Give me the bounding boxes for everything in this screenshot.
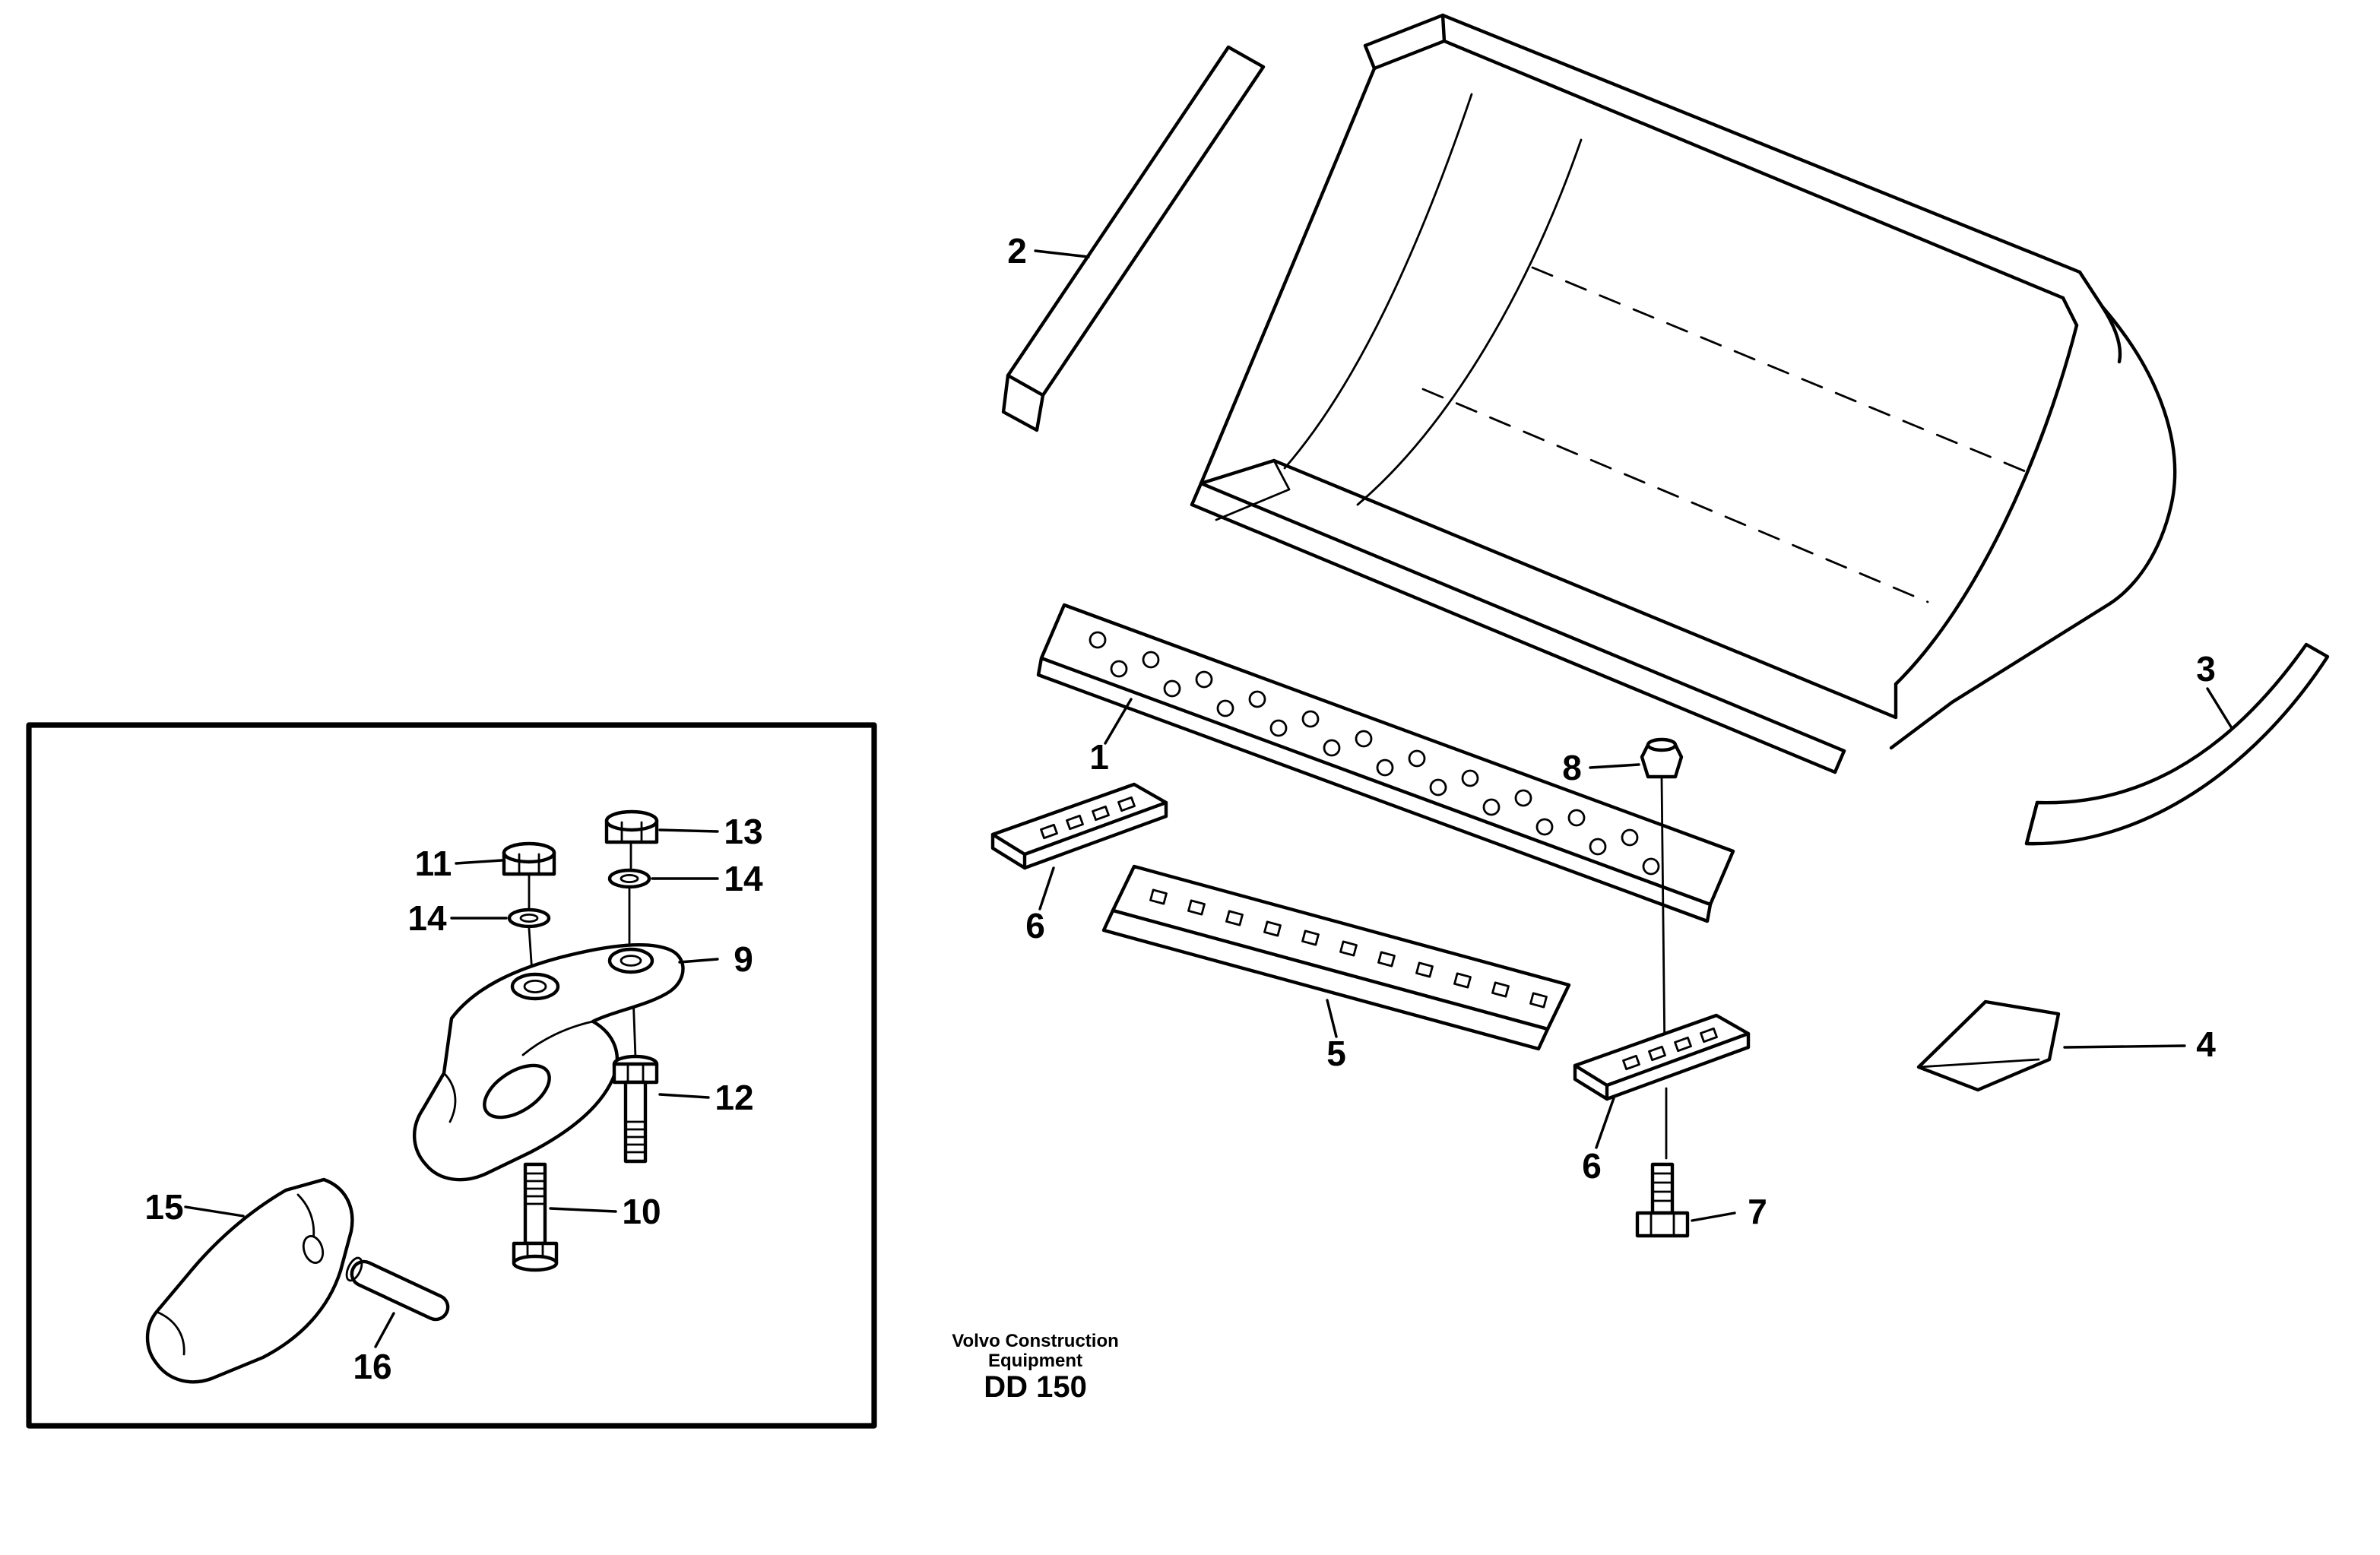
- part-10-bolt: [512, 1162, 559, 1272]
- part-11-nut: [502, 841, 556, 876]
- callout-16-label: 16: [353, 1347, 391, 1386]
- callout-11: 11: [415, 844, 503, 883]
- doc-code: DD 150: [984, 1370, 1087, 1404]
- callout-9-label: 9: [734, 939, 753, 979]
- callout-4: 4: [2063, 1025, 2216, 1064]
- callout-3: 3: [2196, 649, 2233, 730]
- part-4-corner-segment: [1916, 999, 2061, 1092]
- callout-5-label: 5: [1326, 1034, 1346, 1073]
- callout-16: 16: [353, 1312, 395, 1386]
- callout-2: 2: [1007, 231, 1090, 271]
- part-7-bolt: [1635, 1162, 1690, 1238]
- footer: Volvo Construction Equipment DD 150: [952, 1331, 1119, 1404]
- part-6-edge-segment-left: [990, 782, 1168, 870]
- callouts: 2 1 8 6 5 6 7 3: [144, 231, 2233, 1386]
- callout-1: 1: [1089, 698, 1133, 777]
- callout-12-label: 12: [715, 1078, 753, 1117]
- part-6-edge-segment-right: [1573, 1013, 1751, 1101]
- callout-8: 8: [1562, 748, 1640, 787]
- part-15-tooth: [145, 1177, 354, 1384]
- callout-12: 12: [658, 1078, 754, 1117]
- callout-13: 13: [658, 812, 763, 851]
- callout-14a: 14: [651, 859, 763, 898]
- callout-10: 10: [549, 1192, 661, 1231]
- part-5-bolt-on-edge: [1101, 864, 1571, 1051]
- part-14-washer-left: [507, 907, 551, 929]
- callout-7-label: 7: [1748, 1192, 1767, 1231]
- part-2-side-edge-strip: [1001, 45, 1266, 432]
- callout-14a-label: 14: [724, 859, 763, 898]
- callout-7: 7: [1691, 1192, 1767, 1231]
- callout-13-label: 13: [724, 812, 762, 851]
- callout-8-label: 8: [1562, 748, 1582, 787]
- part-14-washer-right: [607, 868, 651, 889]
- part-3-side-cutting-edge: [2024, 642, 2330, 846]
- callout-6b: 6: [1582, 1094, 1616, 1186]
- tooth-assembly-inset: [26, 722, 877, 1429]
- part-16-pin: [345, 1256, 450, 1322]
- part-12-bolt: [612, 1054, 659, 1164]
- part-1-cutting-edge: [1036, 603, 1735, 923]
- part-8-nut: [1640, 737, 1684, 1160]
- brand-line-1: Volvo Construction: [952, 1331, 1119, 1351]
- callout-2-label: 2: [1007, 231, 1027, 271]
- callout-4-label: 4: [2196, 1025, 2216, 1064]
- callout-3-label: 3: [2196, 649, 2216, 689]
- callout-9: 9: [678, 939, 753, 979]
- callout-15-label: 15: [144, 1187, 183, 1227]
- callout-10-label: 10: [622, 1192, 661, 1231]
- callout-5: 5: [1326, 999, 1346, 1073]
- callout-14b: 14: [407, 898, 508, 938]
- callout-6a: 6: [1025, 866, 1055, 945]
- callout-15: 15: [144, 1187, 245, 1227]
- callout-1-label: 1: [1089, 737, 1109, 777]
- part-9-adapter: [413, 943, 685, 1182]
- callout-6b-label: 6: [1582, 1146, 1602, 1186]
- part-13-nut: [604, 809, 659, 844]
- callout-11-label: 11: [415, 844, 452, 883]
- bucket-body: [1190, 13, 2177, 774]
- callout-14b-label: 14: [407, 898, 447, 938]
- brand-line-2: Equipment: [988, 1351, 1082, 1371]
- callout-6a-label: 6: [1025, 906, 1045, 945]
